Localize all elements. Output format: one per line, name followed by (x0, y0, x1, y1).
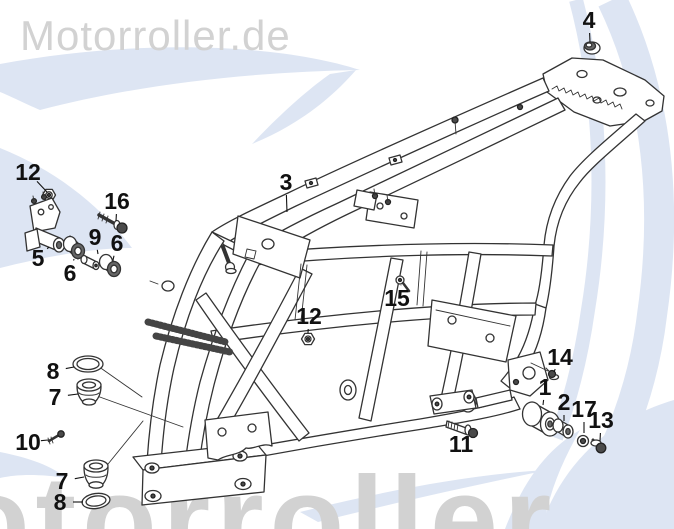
part-ring-8a (72, 355, 104, 373)
part-mount-cup-7b (83, 459, 109, 489)
part-bolt-10 (47, 430, 65, 445)
callout-label: 10 (15, 429, 41, 455)
leader-line (67, 393, 79, 396)
steering-head-plate (542, 57, 665, 127)
part-bolt-13 (590, 438, 607, 454)
leader-line (96, 249, 99, 255)
callout-label: 8 (47, 358, 60, 384)
swoosh-bottom-left (0, 452, 66, 478)
callout-label: 15 (384, 285, 410, 311)
callout-4: 4 (583, 7, 596, 43)
callout-label: 7 (56, 468, 69, 494)
callout-8: 8 (47, 358, 75, 384)
part-bolt-16 (97, 211, 128, 234)
callout-2: 2 (558, 389, 571, 421)
callout-14: 14 (547, 344, 573, 373)
seat-rail (250, 242, 554, 266)
callout-label: 9 (89, 224, 102, 250)
callout-7: 7 (49, 384, 79, 410)
swoosh-bottom-right-2 (505, 430, 580, 529)
callout-label: 5 (32, 245, 45, 271)
callout-label: 14 (547, 344, 573, 370)
swoosh-bottom-right (540, 400, 674, 529)
leader-line (46, 246, 50, 250)
callout-label: 6 (111, 230, 124, 256)
callout-10: 10 (15, 429, 49, 455)
part-grommet-4 (583, 41, 601, 55)
part-bushing-6b (98, 253, 122, 278)
swoosh-bottom-center (300, 470, 548, 522)
callout-7: 7 (56, 468, 85, 494)
part-bolt-11 (445, 420, 479, 439)
callout-12: 12 (15, 159, 48, 193)
callout-label: 2 (558, 389, 571, 415)
leader-line (40, 439, 49, 442)
callout-label: 7 (49, 384, 62, 410)
callout-5: 5 (32, 245, 50, 271)
swoosh-top (0, 47, 360, 110)
callout-6: 6 (111, 230, 124, 261)
rear-carrier-plate (427, 299, 517, 363)
callout-13: 13 (588, 407, 614, 442)
leader-line (542, 399, 545, 406)
hardware-parts (24, 41, 607, 510)
part-bushing-1 (521, 401, 561, 437)
callout-label: 13 (588, 407, 614, 433)
leader-line (36, 181, 48, 193)
callout-label: 12 (296, 303, 322, 329)
callout-9: 9 (89, 224, 102, 255)
callout-label: 17 (571, 396, 597, 422)
callout-16: 16 (104, 188, 130, 222)
callout-17: 17 (571, 396, 597, 433)
part-bolt-14 (545, 367, 560, 381)
swoosh-top-tip (252, 70, 356, 144)
part-spacer-9 (80, 254, 100, 271)
callout-3: 3 (280, 169, 293, 213)
callout-label: 4 (583, 7, 596, 33)
callout-label: 12 (15, 159, 41, 185)
part-sleeve-2 (552, 418, 574, 439)
callout-12: 12 (296, 303, 322, 334)
callout-6: 6 (64, 258, 77, 286)
callout-11: 11 (449, 431, 474, 457)
callout-label: 1 (539, 374, 552, 400)
top-watermark: Motorroller.de (20, 12, 291, 59)
frame-drawing (94, 57, 665, 506)
callout-label: 8 (54, 489, 67, 515)
part-washer-17 (576, 434, 590, 448)
part-mount-cup-7a (76, 378, 102, 406)
part-nut-12b (300, 332, 316, 346)
callout-label: 16 (104, 188, 130, 214)
callout-15: 15 (384, 285, 410, 311)
callout-8: 8 (54, 489, 83, 515)
leader-line (553, 368, 556, 373)
leader-line (74, 476, 85, 480)
callout-label: 6 (64, 260, 77, 286)
watermark-text-layer: otorroller Motorroller.de (0, 12, 557, 529)
bottom-watermark: otorroller (0, 451, 557, 529)
leader-line (65, 366, 75, 370)
leader-line (112, 255, 115, 261)
callout-1: 1 (539, 374, 552, 406)
callout-label: 11 (449, 431, 474, 457)
part-ring-8b (81, 492, 111, 510)
callout-label: 3 (280, 169, 293, 195)
front-gusset-plate (232, 215, 311, 279)
part-bolt-15 (395, 275, 411, 293)
part-bushing-6a (62, 235, 86, 260)
leader-line (285, 194, 288, 213)
